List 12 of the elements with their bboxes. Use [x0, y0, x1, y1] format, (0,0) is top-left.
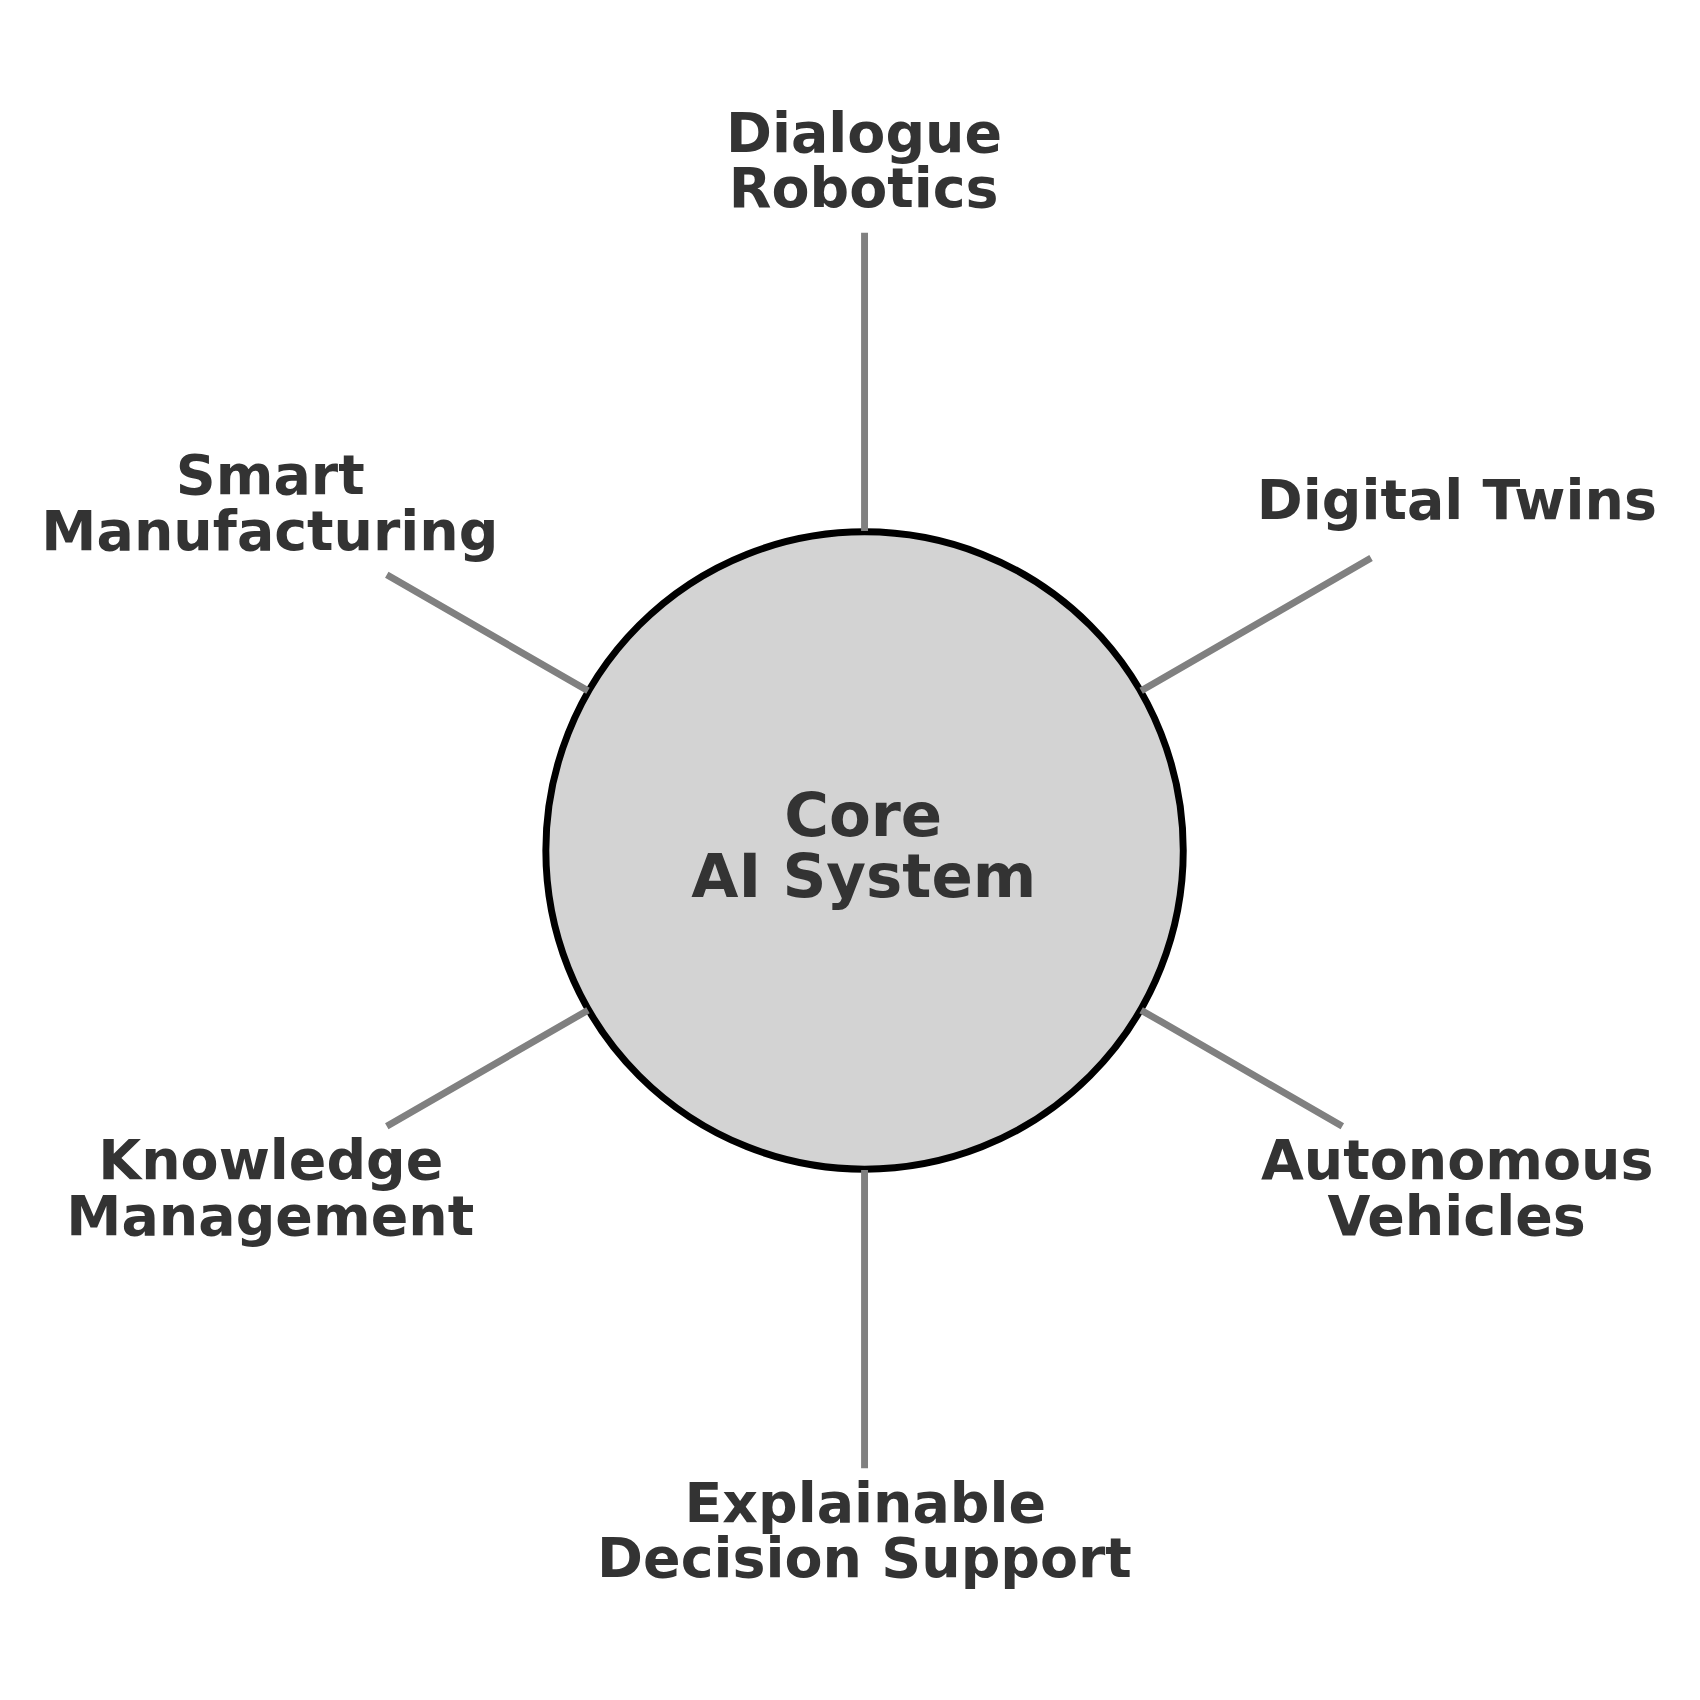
node-text: Explainable Decision Support: [597, 1470, 1132, 1590]
node-text: Autonomous Vehicles: [1260, 1127, 1654, 1248]
connector: [385, 571, 590, 694]
connector: [1139, 554, 1373, 694]
node-circle: Core AI System: [542, 527, 1187, 1173]
node-text: Digital Twins: [1256, 467, 1657, 532]
node-text: Smart Manufacturing: [41, 442, 499, 563]
connector: [1139, 1006, 1345, 1129]
connector: [385, 1006, 590, 1129]
node-text: Knowledge Management: [66, 1127, 475, 1248]
node-text: Dialogue Robotics: [725, 100, 1003, 220]
connector: [861, 1169, 868, 1468]
